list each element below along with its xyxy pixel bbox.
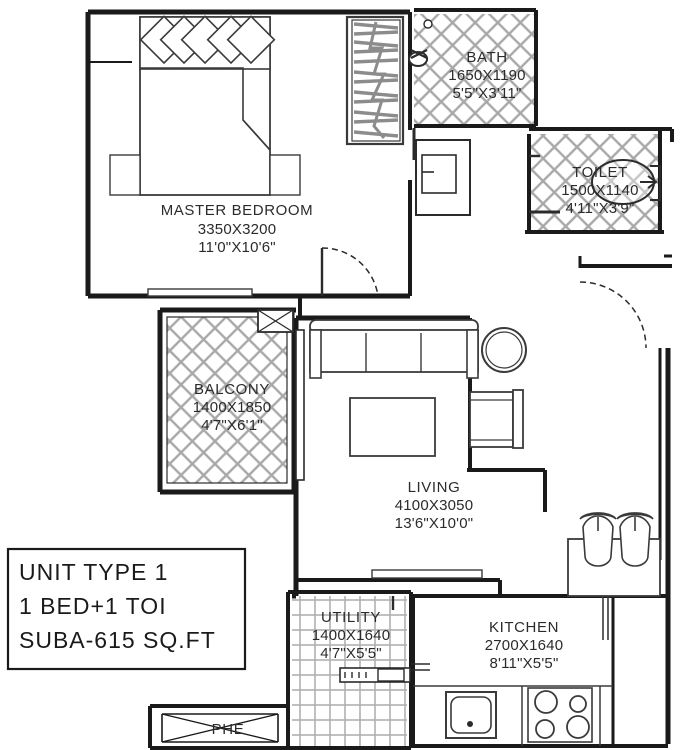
round-side-table-inner <box>485 331 523 369</box>
room-dim-ft-master-bedroom: 11'0"X10'6" <box>198 239 276 256</box>
sofa-arm-left <box>309 329 322 379</box>
room-dim-mm-bath: 1650X1190 <box>448 67 525 84</box>
wardrobe-hanging-clothes <box>353 21 399 139</box>
unit-legend-box: UNIT TYPE 1 1 BED+1 TOI SUBA-615 SQ.FT <box>6 547 247 671</box>
room-dim-ft-toilet: 4'11"X3'9" <box>566 200 635 217</box>
room-dim-mm-living: 4100X3050 <box>395 497 474 514</box>
room-name-living: LIVING <box>408 479 461 496</box>
utility-window <box>411 663 430 671</box>
wc-cistern <box>650 165 661 201</box>
armchair <box>469 391 514 448</box>
bed-pillows <box>139 15 276 65</box>
legend-line-unit-type: UNIT TYPE 1 <box>19 559 168 585</box>
bath-tap <box>410 49 428 59</box>
wc-flush-arrow <box>640 175 658 189</box>
room-label-master-bedroom: MASTER BEDROOM 3350X3200 11'0"X10'6" <box>161 202 314 256</box>
room-dim-ft-bath: 5'5"X3'11" <box>453 85 522 102</box>
bath-floor-hatch <box>414 14 536 126</box>
kitchen-sink-drain <box>467 721 473 727</box>
hob-burner <box>566 715 590 739</box>
entry-door-swing-arc <box>579 281 647 349</box>
bar-stool <box>579 512 617 567</box>
room-label-balcony: BALCONY 1400X1850 4'7"X6'1" <box>193 381 272 434</box>
balcony-duct-cross <box>257 309 294 333</box>
sofa-three-seater-body <box>309 329 479 373</box>
room-name-master-bedroom: MASTER BEDROOM <box>161 202 314 219</box>
room-dim-mm-utility: 1400X1640 <box>312 627 391 644</box>
legend-line-suba-area: SUBA-615 SQ.FT <box>19 627 216 653</box>
balcony-sliding-door <box>295 329 305 481</box>
balcony-railing-inner <box>166 316 288 484</box>
legend-line-bed-toi: 1 BED+1 TOI <box>19 593 167 619</box>
room-label-living: LIVING 4100X3050 13'6"X10'0" <box>395 479 474 532</box>
room-dim-ft-utility: 4'7"X5'5" <box>320 645 382 662</box>
room-dim-mm-master-bedroom: 3350X3200 <box>198 221 277 238</box>
hob-burner <box>569 695 587 713</box>
bathroom-alcove-inner <box>421 154 457 194</box>
counter-support <box>602 596 609 640</box>
bed-corner-fold <box>242 119 271 151</box>
living-room-furniture <box>309 319 527 579</box>
kitchen-sink-basin <box>450 696 492 734</box>
bed-side-ledge-right <box>269 154 301 196</box>
room-label-toilet: TOILET 1500X1140 4'11"X3'9" <box>561 164 638 217</box>
room-name-kitchen: KITCHEN <box>489 619 559 636</box>
room-dim-mm-kitchen: 2700X1640 <box>485 637 564 654</box>
utility-tap-block <box>377 668 405 682</box>
washing-machine-controls <box>344 672 367 678</box>
kitchen-furniture <box>413 512 661 746</box>
armchair-seat-lines <box>470 399 513 441</box>
bath-fixtures <box>408 19 471 216</box>
room-label-utility: UTILITY 1400X1640 4'7"X5'5" <box>312 609 391 662</box>
bar-stool <box>616 512 654 567</box>
room-label-kitchen: KITCHEN 2700X1640 8'11"X5'5" <box>485 619 564 672</box>
living-window <box>371 569 483 579</box>
room-dim-ft-balcony: 4'7"X6'1" <box>201 417 263 434</box>
room-name-balcony: BALCONY <box>194 381 270 398</box>
four-burner-hob <box>527 687 593 743</box>
bed-side-ledge-left <box>109 154 141 196</box>
armchair-back <box>512 389 524 449</box>
room-dim-ft-living: 13'6"X10'0" <box>395 515 474 532</box>
balcony-floor-hatch <box>167 317 287 483</box>
sofa-arm-right <box>466 329 479 379</box>
room-labels: MASTER BEDROOM 3350X3200 11'0"X10'6" BAT… <box>161 49 639 738</box>
hob-burner <box>535 719 555 739</box>
coffee-table <box>349 397 436 457</box>
master-bedroom-furniture <box>109 15 405 297</box>
bedroom-window <box>147 288 253 297</box>
room-dim-mm-balcony: 1400X1850 <box>193 399 272 416</box>
room-name-utility: UTILITY <box>321 609 381 626</box>
room-dim-ft-kitchen: 8'11"X5'5" <box>490 655 559 672</box>
utility-fixtures <box>339 596 430 683</box>
bath-floor-drain <box>423 19 433 29</box>
shaft-label-phe: PHE <box>212 721 245 738</box>
hob-burner <box>534 690 558 714</box>
room-name-toilet: TOILET <box>572 164 628 181</box>
toilet-floor-hatch <box>529 134 660 230</box>
balcony-details <box>166 309 305 484</box>
room-name-bath: BATH <box>466 49 507 66</box>
toilet-fixtures <box>591 159 661 205</box>
bedroom-door-swing-arc <box>321 247 379 297</box>
room-dim-mm-toilet: 1500X1140 <box>561 182 638 199</box>
room-label-bath: BATH 1650X1190 5'5"X3'11" <box>448 49 525 102</box>
door-swings <box>320 128 647 349</box>
